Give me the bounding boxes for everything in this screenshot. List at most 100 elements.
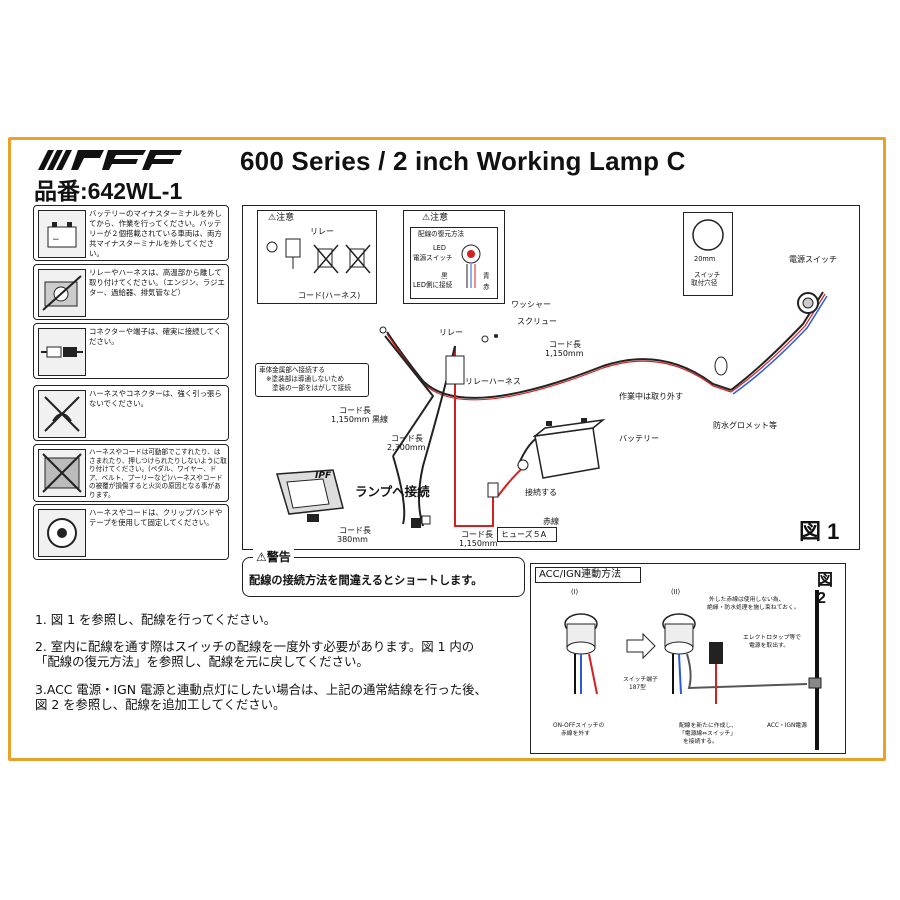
cord-black-value: 1,150mm 黒線: [331, 415, 389, 424]
tip-2: リレーやハーネスは、高温部から離して取り付けてください。（エンジン、ラジエター、…: [33, 264, 229, 320]
grommet-label: 防水グロメット等: [713, 421, 777, 430]
relay-label: リレー: [439, 328, 463, 337]
ipf-logo: [34, 148, 184, 176]
instruction-2-cont: 「配線の復元方法」を参照し、配線を元に戻してください。: [35, 654, 369, 669]
relay-caution-icon: [266, 238, 371, 274]
work-lamp: IPF: [273, 468, 353, 530]
warning-triangle-icon: ⚠: [268, 213, 277, 223]
electrotap-line-1: エレクトロタップ等で: [743, 635, 801, 641]
connector-icon: [38, 328, 86, 376]
hole-size-label: 20mm: [694, 255, 716, 263]
warning-text: 配線の接続方法を間違えるとショートします。: [249, 574, 483, 587]
red-wire-label: 赤線: [543, 517, 559, 526]
figure-2-step-1: (I): [571, 588, 579, 596]
switch-restore-icon: [461, 244, 481, 288]
note-red-line-1: 外した赤線は使用しない為、: [709, 597, 785, 603]
relay-harness-label: リレーハーネス: [465, 377, 521, 386]
battery-terminal-icon: −: [38, 210, 86, 258]
cord-length-top-value: 1,150mm: [545, 349, 584, 358]
pull-prohibited-icon: [38, 390, 86, 438]
engine-heat-icon: [38, 269, 86, 317]
tip-2-text: リレーやハーネスは、高温部から離して取り付けてください。（エンジン、ラジエター、…: [89, 268, 225, 297]
restore-red-label: 赤: [483, 283, 490, 291]
body-metal-line-2: ※塗装部は導通しないため: [266, 375, 345, 383]
restore-method-heading: 配線の復元方法: [418, 230, 465, 238]
instruction-3-cont: 図 2 を参照し、配線を追加工してください。: [35, 697, 286, 712]
new-wire-line-3: を接続する。: [683, 739, 718, 745]
connect-label: 接続する: [525, 488, 557, 497]
figure-2-wiring: [564, 590, 822, 750]
terminal-line-1: スイッチ端子: [623, 677, 658, 683]
onoff-line-1: ON-OFFスイッチの: [553, 723, 605, 729]
caution-relay-label: リレー: [310, 227, 334, 236]
tip-5-text: ハーネスやコードは可動部でこすれたり、はさまれたり、押しつけられたりしないように…: [89, 448, 227, 499]
cord-380-label: コード長: [339, 526, 371, 535]
caution-restore-box: ⚠注意 配線の復元方法 LED 電源スイッチ 黒 LED側に接続 青 赤: [403, 210, 505, 304]
tip-4: ハーネスやコネクターは、強く引っ張らないでください。: [33, 385, 229, 441]
new-wire-line-2: 「電源線⇔スイッチ」: [679, 731, 737, 737]
figure-2-label: 図 2: [817, 572, 834, 607]
cord-380-value: 380mm: [337, 535, 368, 544]
note-red-line-2: 絶縁・防水処理を施し束ねておく。: [707, 605, 800, 611]
hole-caption-1: スイッチ: [694, 271, 721, 279]
figure-2-step-2: (II): [671, 588, 681, 596]
switch-hole-box: 20mm スイッチ 取付穴径: [683, 212, 733, 296]
acc-ign-figure-2: ACC/IGN連動方法 図 2 (I) (II) 外した赤線は使用しない為、 絶…: [530, 563, 846, 754]
svg-text:−: −: [52, 235, 60, 245]
acc-ign-label: ACC・IGN電源: [767, 723, 807, 729]
clip-band-icon: [38, 509, 86, 557]
tip-5: ハーネスやコードは可動部でこすれたり、はさまれたり、押しつけられたりしないように…: [33, 444, 229, 502]
caution-relay-title: ⚠注意: [268, 213, 295, 223]
restore-black-label: 黒: [441, 272, 448, 280]
caution-relay-box: ⚠注意 リレー コード(ハーネス): [257, 210, 377, 304]
tip-3: コネクターや端子は、確実に接続してください。: [33, 323, 229, 379]
cord-1150-bottom-label: コード長: [461, 530, 493, 539]
instruction-3: 3.ACC 電源・IGN 電源と連動点灯にしたい場合は、上記の通常結線を行った後…: [35, 682, 487, 697]
tip-6: ハーネスやコードは、クリップバンドやテープを使用して固定してください。: [33, 504, 229, 560]
wiring-lines: [379, 291, 828, 528]
restore-blue-label: 青: [483, 272, 490, 280]
restore-method-panel: 配線の復元方法 LED 電源スイッチ 黒 LED側に接続 青 赤: [410, 227, 498, 299]
cord-length-top-label: コード長: [549, 340, 581, 349]
cord-black-label: コード長: [339, 406, 371, 415]
tip-3-text: コネクターや端子は、確実に接続してください。: [89, 327, 222, 346]
warning-triangle-icon: ⚠: [422, 213, 431, 223]
part-number: 品番:642WL-1: [34, 178, 183, 204]
cord-1150-bottom-value: 1,150mm: [459, 539, 498, 548]
warning-triangle-icon: ⚠: [256, 550, 267, 564]
restore-switch-label: 電源スイッチ: [413, 254, 453, 262]
instruction-2: 2. 室内に配線を通す際はスイッチの配線を一度外す必要があります。図 1 内の: [35, 639, 475, 654]
lamp-connect-label: ランプへ接続: [355, 484, 430, 499]
new-wire-line-1: 配線を新たに作成し、: [679, 723, 737, 729]
cord-2300-value: 2,300mm: [387, 443, 426, 452]
body-metal-line-3: 塗装の一部をはがして接続: [272, 384, 351, 392]
onoff-line-2: 赤線を外す: [561, 731, 590, 737]
caution-cord-label: コード(ハーネス): [298, 291, 361, 300]
moving-parts-icon: [38, 449, 86, 497]
electrotap-line-2: 電源を取出す。: [749, 643, 789, 649]
hole-caption-2: 取付穴径: [691, 279, 718, 287]
restore-led-side-label: LED側に接続: [413, 281, 453, 289]
body-metal-note: 車体金属部へ接続する ※塗装部は導通しないため 塗装の一部をはがして接続: [255, 363, 369, 397]
lamp-brand-label: IPF: [315, 471, 332, 481]
cord-2300-label: コード長: [391, 434, 423, 443]
figure-1-label: 図 1: [799, 519, 840, 544]
restore-led-label: LED: [433, 244, 446, 252]
power-switch-label: 電源スイッチ: [789, 255, 837, 264]
terminal-line-2: 187型: [629, 685, 646, 691]
warning-title: ⚠警告: [253, 548, 294, 565]
fuse-label-box: ヒューズ５A: [497, 527, 557, 542]
warning-box: ⚠警告 配線の接続方法を間違えるとショートします。: [242, 548, 525, 597]
fuse-label: ヒューズ５A: [501, 530, 547, 539]
page-title: 600 Series / 2 inch Working Lamp C: [240, 146, 686, 176]
battery-label: バッテリー: [619, 434, 659, 443]
wiring-diagram-figure-1: IPF ⚠注意 リレー コード(ハーネス) ⚠注意 配線の復元方法 LED 電源…: [242, 205, 860, 550]
tip-1: − バッテリーのマイナスターミナルを外してから、作業を行ってください。バッテリー…: [33, 205, 229, 261]
tip-1-text: バッテリーのマイナスターミナルを外してから、作業を行ってください。バッテリーが２…: [89, 209, 222, 258]
hole-circle-icon: [692, 219, 724, 251]
tip-4-text: ハーネスやコネクターは、強く引っ張らないでください。: [89, 389, 222, 408]
figure-2-title: ACC/IGN連動方法: [539, 569, 622, 580]
instruction-1: 1. 図 1 を参照し、配線を行ってください。: [35, 612, 277, 627]
tip-6-text: ハーネスやコードは、クリップバンドやテープを使用して固定してください。: [89, 508, 223, 527]
caution-restore-title: ⚠注意: [422, 213, 449, 223]
